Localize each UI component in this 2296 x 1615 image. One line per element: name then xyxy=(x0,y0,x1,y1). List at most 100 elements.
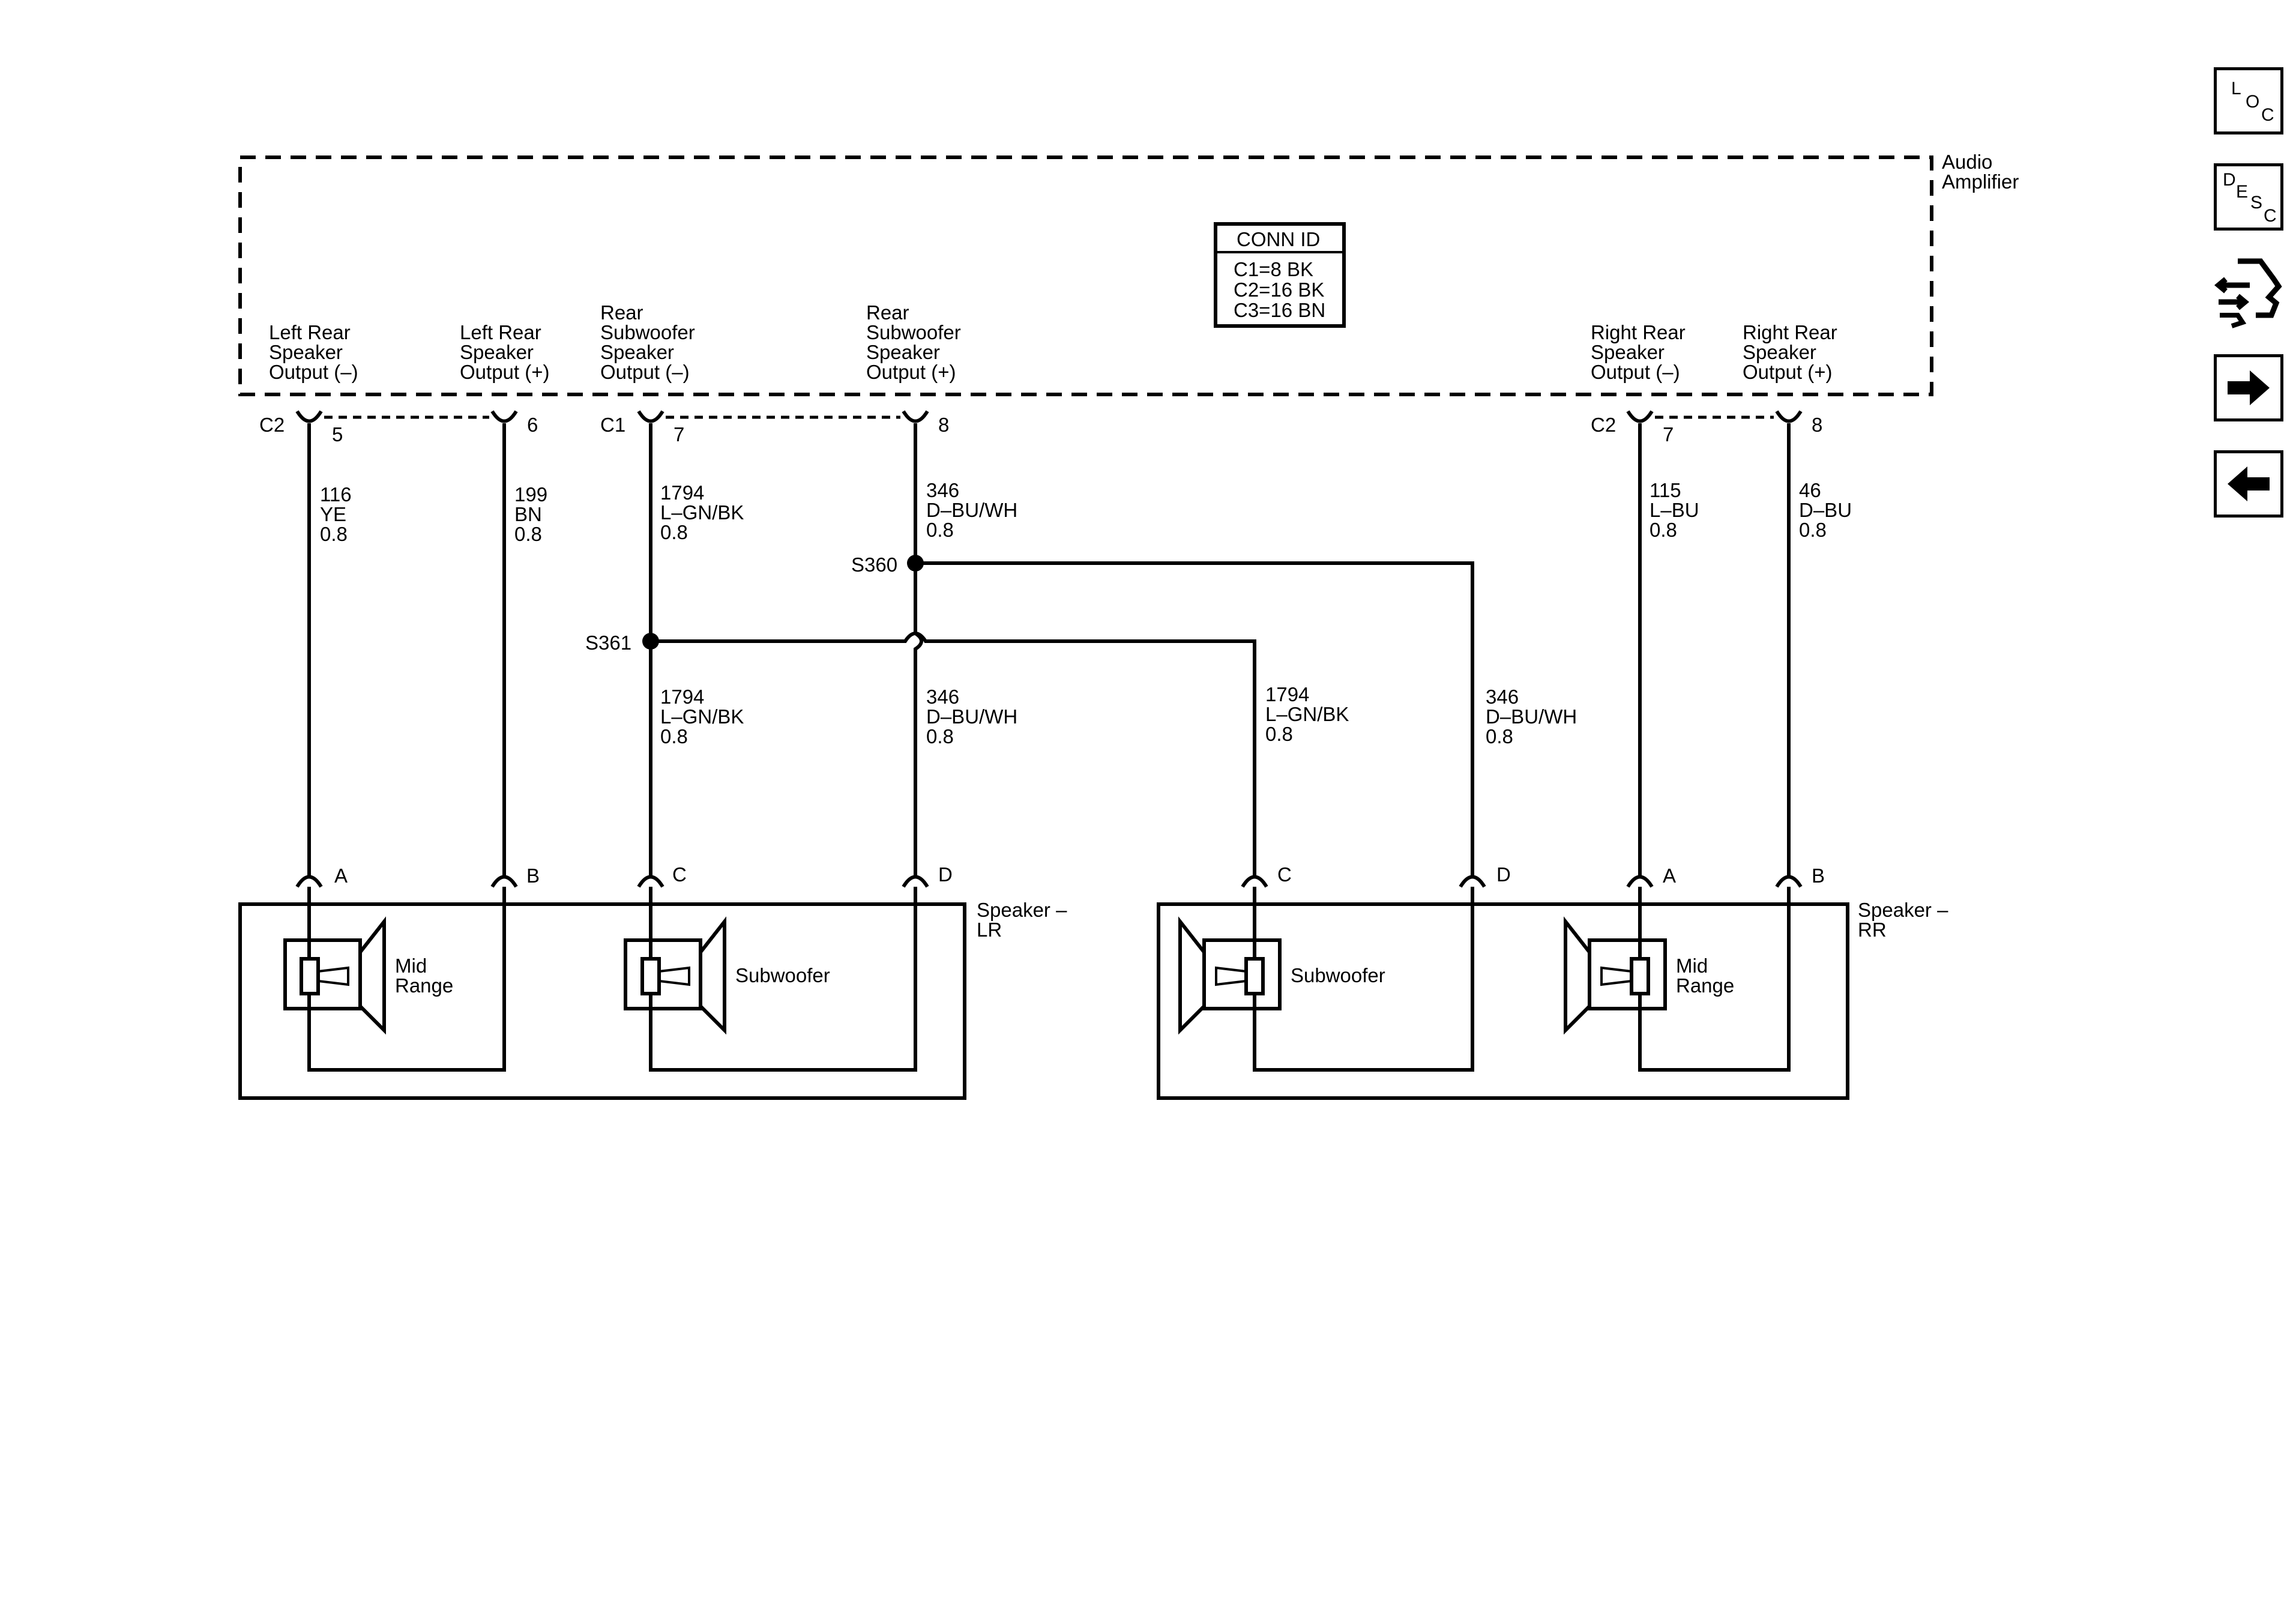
lr-pin-d: D xyxy=(938,863,953,886)
wire-label-199: 199 BN 0.8 xyxy=(514,483,547,545)
pin-number-8-c1: 8 xyxy=(938,414,949,436)
svg-text:Rear: Rear xyxy=(866,301,909,324)
svg-text:D–BU/WH: D–BU/WH xyxy=(1486,705,1577,728)
speaker-lr-name-line1: Speaker – xyxy=(977,899,1067,921)
loc-button[interactable]: L O C xyxy=(2214,67,2283,134)
svg-text:0.8: 0.8 xyxy=(1799,519,1827,541)
svg-text:Output (–): Output (–) xyxy=(1591,361,1680,383)
loc-letter-l: L xyxy=(2231,79,2241,98)
svg-text:Left Rear: Left Rear xyxy=(269,321,351,343)
rr-mid-range-label-2: Range xyxy=(1676,974,1734,997)
splice-s361-label: S361 xyxy=(585,632,631,654)
amplifier-name-line1: Audio xyxy=(1942,151,1992,173)
pin-label-left-rear-minus: Left Rear Speaker Output (–) xyxy=(269,321,358,383)
lr-mid-range-speaker-icon xyxy=(283,887,506,1072)
next-button[interactable] xyxy=(2214,354,2283,421)
svg-text:Output (–): Output (–) xyxy=(269,361,358,383)
svg-text:D–BU: D–BU xyxy=(1799,499,1852,521)
rr-mid-range-speaker-icon xyxy=(1564,887,1791,1072)
wire-label-115: 115 L–BU 0.8 xyxy=(1650,479,1699,541)
svg-text:L–GN/BK: L–GN/BK xyxy=(1265,703,1349,725)
loc-letter-o: O xyxy=(2246,92,2260,112)
svg-text:0.8: 0.8 xyxy=(660,521,688,543)
pin-label-right-rear-plus: Right Rear Speaker Output (+) xyxy=(1743,321,1837,383)
svg-text:1794: 1794 xyxy=(660,686,704,708)
speaker-terminals xyxy=(295,875,1803,888)
svg-text:L–GN/BK: L–GN/BK xyxy=(660,705,744,728)
conn-id-c3: C3=16 BN xyxy=(1234,299,1325,321)
wire-label-1794-left-sub: 1794 L–GN/BK 0.8 xyxy=(660,686,744,747)
lr-pin-a: A xyxy=(334,865,348,887)
svg-text:Subwoofer: Subwoofer xyxy=(600,321,695,343)
speaker-lr-name-line2: LR xyxy=(977,919,1002,941)
svg-text:115: 115 xyxy=(1650,479,1681,501)
desc-letter-s: S xyxy=(2250,193,2263,213)
connector-repair-icon[interactable] xyxy=(2214,255,2283,330)
speaker-rr-box xyxy=(1157,902,1849,1100)
svg-text:116: 116 xyxy=(320,483,352,506)
wire-label-1794-right-sub: 1794 L–GN/BK 0.8 xyxy=(1265,683,1349,745)
svg-text:Speaker: Speaker xyxy=(866,341,940,363)
svg-text:Right Rear: Right Rear xyxy=(1591,321,1686,343)
pin-label-rear-sub-plus: Rear Subwoofer Speaker Output (+) xyxy=(866,301,961,383)
lr-pin-c: C xyxy=(672,863,687,886)
svg-text:0.8: 0.8 xyxy=(1265,723,1293,745)
svg-text:Output (+): Output (+) xyxy=(1743,361,1832,383)
rr-pin-b: B xyxy=(1812,865,1825,887)
wire-label-346-right-sub: 346 D–BU/WH 0.8 xyxy=(1486,686,1577,747)
conn-id-title: CONN ID xyxy=(1237,228,1320,250)
wire-label-346-top: 346 D–BU/WH 0.8 xyxy=(926,479,1017,541)
arrow-left-icon xyxy=(2228,466,2270,501)
speaker-rr-name-line1: Speaker – xyxy=(1858,899,1948,921)
pin-number-6: 6 xyxy=(527,414,538,436)
svg-text:D–BU/WH: D–BU/WH xyxy=(926,499,1017,521)
svg-text:Output (+): Output (+) xyxy=(460,361,549,383)
svg-text:L–GN/BK: L–GN/BK xyxy=(660,501,744,524)
svg-text:L–BU: L–BU xyxy=(1650,499,1699,521)
rr-pin-a: A xyxy=(1663,865,1676,887)
pin-label-left-rear-plus: Left Rear Speaker Output (+) xyxy=(460,321,549,383)
svg-text:0.8: 0.8 xyxy=(514,523,542,545)
connector-c2-right: C2 xyxy=(1591,414,1616,436)
svg-text:346: 346 xyxy=(1486,686,1519,708)
svg-text:Speaker: Speaker xyxy=(600,341,674,363)
lr-mid-range-label-2: Range xyxy=(395,974,453,997)
speaker-lr-box xyxy=(238,902,966,1100)
connector-c2-left: C2 xyxy=(259,414,285,436)
desc-letter-d: D xyxy=(2223,170,2236,190)
rr-subwoofer-label: Subwoofer xyxy=(1291,964,1385,986)
lr-mid-range-label-1: Mid xyxy=(395,955,427,977)
svg-text:Speaker: Speaker xyxy=(460,341,534,363)
back-button[interactable] xyxy=(2214,450,2283,518)
pin-number-7-c2: 7 xyxy=(1663,423,1674,445)
desc-button[interactable]: D E S C xyxy=(2214,163,2283,231)
amplifier-terminals xyxy=(295,410,1803,423)
splice-s361-dot xyxy=(642,633,659,650)
rr-mid-range-label-1: Mid xyxy=(1676,955,1708,977)
rr-pin-d: D xyxy=(1496,863,1511,886)
svg-text:0.8: 0.8 xyxy=(660,725,688,747)
svg-text:Speaker: Speaker xyxy=(1591,341,1665,363)
lr-pin-b: B xyxy=(526,865,540,887)
desc-letter-c: C xyxy=(2264,206,2277,226)
amplifier-name-line2: Amplifier xyxy=(1942,171,2019,193)
wire-label-346-left-sub: 346 D–BU/WH 0.8 xyxy=(926,686,1017,747)
wire-label-46: 46 D–BU 0.8 xyxy=(1799,479,1852,541)
svg-text:0.8: 0.8 xyxy=(1486,725,1513,747)
conn-id-table: CONN ID C1=8 BK C2=16 BK C3=16 BN xyxy=(1214,222,1346,328)
svg-text:199: 199 xyxy=(514,483,547,506)
svg-text:0.8: 0.8 xyxy=(1650,519,1677,541)
svg-text:0.8: 0.8 xyxy=(926,519,954,541)
svg-text:Output (+): Output (+) xyxy=(866,361,956,383)
arrow-right-icon xyxy=(2228,370,2270,405)
loc-letter-c: C xyxy=(2261,105,2274,125)
conn-id-c2: C2=16 BK xyxy=(1234,279,1324,301)
svg-text:0.8: 0.8 xyxy=(320,523,348,545)
pin-label-rear-sub-minus: Rear Subwoofer Speaker Output (–) xyxy=(600,301,695,383)
splice-s360-dot xyxy=(907,555,924,572)
svg-text:Speaker: Speaker xyxy=(269,341,343,363)
wire-label-1794-top: 1794 L–GN/BK 0.8 xyxy=(660,481,744,543)
rr-pin-c: C xyxy=(1277,863,1292,886)
svg-text:D–BU/WH: D–BU/WH xyxy=(926,705,1017,728)
speaker-rr-name-line2: RR xyxy=(1858,919,1887,941)
